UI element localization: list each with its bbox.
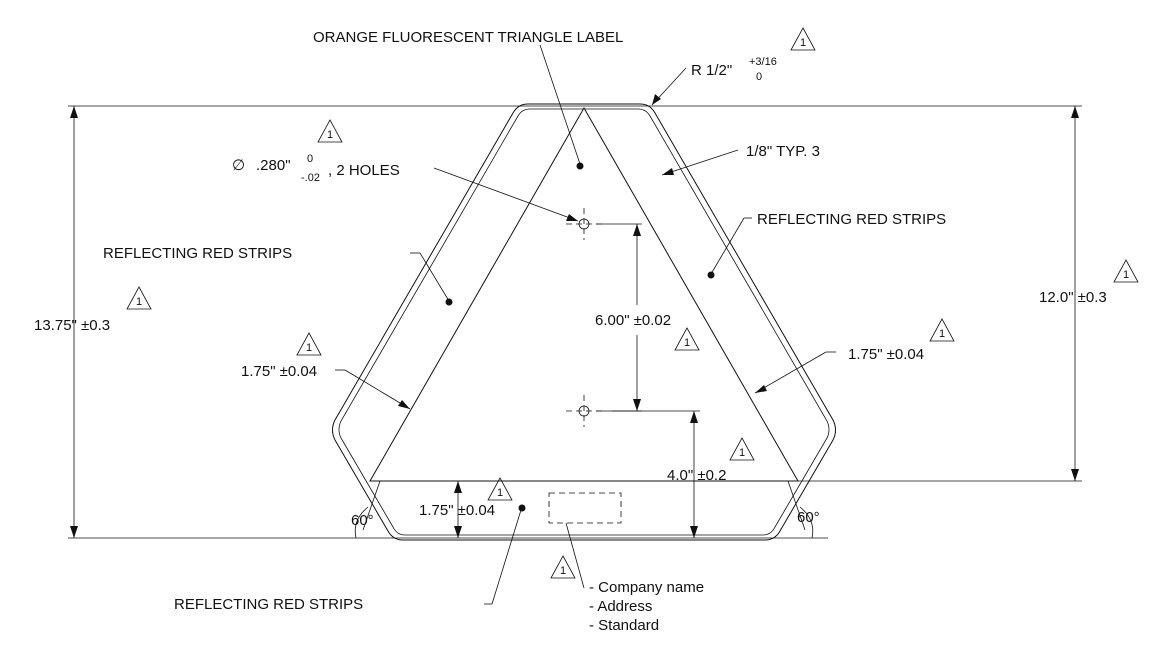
arrowhead — [690, 526, 698, 538]
emblem-outer-outline — [332, 103, 836, 541]
angle-left-label: 60° — [351, 512, 374, 529]
arrowhead — [70, 106, 78, 118]
arrowhead — [1071, 469, 1079, 481]
reflecting-bottom-leader — [491, 509, 522, 605]
orange-triangle-label — [369, 106, 799, 482]
revision-flag: 1 — [674, 327, 700, 351]
arrowhead — [1071, 106, 1079, 118]
svg-text:1: 1 — [800, 37, 806, 49]
svg-text:1: 1 — [939, 328, 945, 340]
address-label: - Address — [589, 598, 652, 615]
arrowhead — [70, 526, 78, 538]
svg-text:1: 1 — [327, 129, 333, 141]
revision-flag: 1 — [929, 318, 955, 342]
svg-text:1: 1 — [497, 487, 503, 499]
company-info-leader — [565, 522, 585, 589]
company-name-label: - Company name — [589, 579, 704, 596]
arrowhead — [398, 400, 410, 409]
leader-dot — [576, 162, 584, 170]
holes-dia-symbol: ∅ — [232, 157, 245, 174]
holes-dia-label: .280" — [256, 157, 291, 174]
holes-leader — [433, 167, 579, 222]
overall-height-label: 13.75" ±0.3 — [34, 317, 110, 334]
arrowhead — [652, 94, 661, 105]
leader-dot — [707, 271, 715, 279]
svg-text:1: 1 — [136, 296, 142, 308]
width-right-label: 1.75" ±0.04 — [848, 346, 924, 363]
svg-text:1: 1 — [1123, 269, 1129, 281]
revision-flag: 1 — [487, 477, 513, 501]
width-left-label: 1.75" ±0.04 — [241, 363, 317, 380]
svg-text:1: 1 — [306, 342, 312, 354]
strip-thickness-label: 1/8" TYP. 3 — [746, 143, 820, 160]
angle-right-arc — [799, 506, 814, 539]
arrowhead — [662, 168, 674, 175]
angle-right-leader — [787, 480, 806, 531]
arrowhead — [454, 481, 462, 493]
angle-left-leader — [362, 480, 381, 531]
angle-right-label: 60° — [797, 509, 820, 526]
inner-height-label: 12.0" ±0.3 — [1039, 289, 1107, 306]
revision-flag: 1 — [317, 119, 343, 143]
emblem-outline-inner — [338, 108, 830, 536]
reflecting-left-leader — [419, 252, 450, 302]
strip-thickness-leader — [661, 149, 739, 176]
holes-count-label: , 2 HOLES — [328, 162, 400, 179]
revision-flag: 1 — [550, 555, 576, 579]
revision-flag: 1 — [296, 332, 322, 356]
arrowhead — [633, 224, 641, 236]
orange-label-leader — [539, 44, 581, 165]
angle-left-arc — [354, 506, 369, 539]
company-info-box — [548, 492, 622, 524]
arrowhead — [454, 526, 462, 538]
svg-text:1: 1 — [684, 337, 690, 349]
width-right-leader — [754, 351, 827, 394]
reflecting-right-leader — [710, 217, 745, 275]
arrowhead — [755, 385, 767, 393]
hole-to-base-label: 4.0" ±0.2 — [667, 467, 726, 484]
width-left-leader — [344, 369, 411, 410]
radius-tol-plus: +3/16 — [749, 56, 777, 68]
radius-tol-minus: 0 — [756, 71, 762, 83]
leader-dot — [518, 504, 526, 512]
revision-flag: 1 — [790, 27, 816, 51]
reflecting-left-label: REFLECTING RED STRIPS — [103, 245, 292, 262]
reflecting-bottom-label: REFLECTING RED STRIPS — [174, 596, 363, 613]
orange-label-callout: ORANGE FLUORESCENT TRIANGLE LABEL — [313, 29, 623, 46]
revision-flag: 1 — [1113, 259, 1139, 283]
radius-label: R 1/2" — [691, 62, 732, 79]
standard-label: - Standard — [589, 617, 659, 634]
svg-text:1: 1 — [560, 565, 566, 577]
arrowhead — [566, 214, 578, 221]
hole-spacing-label: 6.00" ±0.02 — [595, 312, 671, 329]
holes-tol-plus: 0 — [307, 153, 313, 165]
arrowhead — [633, 399, 641, 411]
revision-flag: 1 — [729, 437, 755, 461]
arrowhead — [690, 411, 698, 423]
leader-dot — [445, 298, 453, 306]
revision-flag: 1 — [126, 286, 152, 310]
reflecting-right-label: REFLECTING RED STRIPS — [757, 211, 946, 228]
svg-text:1: 1 — [739, 447, 745, 459]
holes-tol-minus: -.02 — [301, 172, 320, 184]
width-bottom-label: 1.75" ±0.04 — [419, 502, 495, 519]
